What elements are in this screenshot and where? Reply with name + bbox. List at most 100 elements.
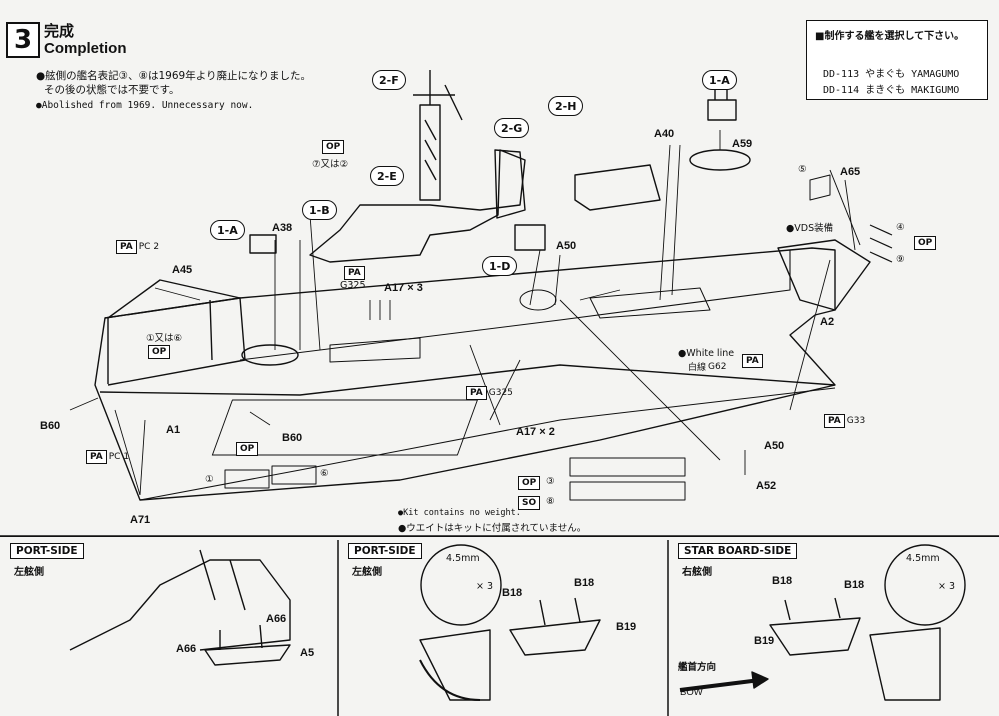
tag-circ5: ⑤ <box>798 164 807 175</box>
tag-pa-box: PA <box>824 414 845 428</box>
callout-2g: 2-G <box>494 118 530 138</box>
panel-label: PORT-SIDE <box>348 543 422 559</box>
callout-2f: 2-F <box>372 70 406 90</box>
panel3-davit <box>769 597 941 701</box>
panel2-magnifier <box>420 544 502 626</box>
tag-circ1: ① <box>205 474 214 485</box>
tag-g33-code: G33 <box>846 416 866 426</box>
panel1-boat <box>204 624 291 666</box>
tag-pa-box: PA <box>86 450 107 464</box>
part-a65: A65 <box>840 166 861 178</box>
panel2-arrow <box>419 659 481 701</box>
tag-pc2-code: PC 2 <box>138 242 160 252</box>
leader-lines <box>69 130 856 496</box>
ship-option-makigumo: DD-114 まきぐも MAKIGUMO <box>823 85 960 96</box>
panel-starboard-side: STAR BOARD-SIDE 右舷側 4.5mm × 3 B18 B18 B1… <box>668 536 999 715</box>
callout-1d: 1-D <box>482 256 518 276</box>
callout-1a-left: 1-A <box>210 220 245 240</box>
step-title-en: Completion <box>44 40 127 57</box>
panel3-bow-arrow <box>679 678 761 692</box>
tag-pa-g325-deck: PA <box>344 266 365 280</box>
asroc-mount <box>519 289 557 311</box>
part-b18-a: B18 <box>772 575 793 587</box>
part-a2: A2 <box>820 316 835 328</box>
hull-deck-edge <box>104 297 246 386</box>
tag-circ8: ⑧ <box>546 496 555 507</box>
deck-panel <box>589 287 711 319</box>
part-a38: A38 <box>272 222 293 234</box>
ship-option-yamagumo: DD-113 やまぐも YAMAGUMO <box>823 69 960 80</box>
part-b18-b: B18 <box>574 577 595 589</box>
hull-outline <box>94 247 836 501</box>
decal-right <box>869 224 893 263</box>
limbo-mount <box>514 224 546 251</box>
tag-g325-deck-code: G325 <box>340 280 366 291</box>
panel3-magnifier <box>884 544 966 626</box>
bridge-structure <box>309 149 526 263</box>
tag-circ4: ④ <box>896 222 905 233</box>
bow-direction-jp: 艦首方向 <box>678 662 717 673</box>
part-a40: A40 <box>654 128 675 140</box>
gun-mount-aft <box>707 99 737 121</box>
tag-pa-pc1: PA PC 1 <box>86 450 129 464</box>
callout-2e: 2-E <box>370 166 404 186</box>
part-a45: A45 <box>172 264 193 276</box>
note-hull-marking-jp-2: その後の状態では不要です。 <box>44 84 180 96</box>
tag-op-top-sub: ⑦又は② <box>312 159 349 170</box>
gun-base-aft <box>689 149 751 171</box>
tag-circ9: ⑨ <box>896 254 905 265</box>
deck-hatch <box>329 337 421 363</box>
part-b18-b: B18 <box>844 579 865 591</box>
step-title-jp: 完成 <box>44 22 75 40</box>
mast <box>419 104 441 201</box>
tag-white-line-jp-text: 白線 <box>688 363 707 373</box>
part-a52: A52 <box>756 480 777 492</box>
part-a66-b: A66 <box>176 643 197 655</box>
gun-mount-fwd <box>249 234 277 254</box>
panel-port-side-1: PORT-SIDE 左舷側 A66 A66 A5 <box>0 536 338 715</box>
part-a59: A59 <box>732 138 753 150</box>
multiplier-label: × 3 <box>938 581 956 592</box>
ship-select-heading: ■制作する艦を選択して下さい。 <box>815 31 965 42</box>
panel-sub: 左舷側 <box>352 567 382 578</box>
tag-circ6: ⑥ <box>320 468 329 479</box>
note-weight-en: ●Kit contains no weight. <box>398 508 521 518</box>
tag-pa-g33: PA G33 <box>824 414 865 428</box>
tag-op3: OP <box>518 476 541 490</box>
decal-stern-1 <box>569 457 686 477</box>
panel2-davit <box>419 597 601 701</box>
aft-house <box>777 239 871 311</box>
panel3-bow-arrowhead <box>751 671 769 689</box>
tag-op-top: OP <box>322 140 345 154</box>
tag-g62-code: G62 <box>708 361 727 372</box>
part-b19: B19 <box>616 621 637 633</box>
part-b19: B19 <box>754 635 775 647</box>
tag-g325-mid-code: G325 <box>488 388 513 398</box>
decal-bow-1 <box>224 469 270 489</box>
part-a50-right: A50 <box>764 440 785 452</box>
tag-pc1-code: PC 1 <box>108 452 130 462</box>
boat-rail <box>211 399 478 456</box>
part-a66-a: A66 <box>266 613 287 625</box>
part-a50-top: A50 <box>556 240 577 252</box>
tag-vds: ●VDS装備 <box>786 223 834 234</box>
bow-bulwark <box>107 279 241 384</box>
flag-staff <box>829 169 861 246</box>
part-a71: A71 <box>130 514 151 526</box>
panel-port-side-2: PORT-SIDE 左舷側 4.5mm × 3 B18 B18 B19 <box>338 536 668 715</box>
tag-circ3: ③ <box>546 476 555 487</box>
callout-2h: 2-H <box>548 96 584 116</box>
note-weight-jp: ●ウエイトはキットに付属されていません。 <box>398 523 587 534</box>
part-a17x3: A17 × 3 <box>384 282 423 294</box>
tag-op-bow-sub: ①又は⑥ <box>146 333 183 344</box>
dimension-label: 4.5mm <box>906 553 940 564</box>
tag-pa-g325-mid: PA G325 <box>466 386 513 400</box>
tag-op-right: OP <box>914 236 937 250</box>
note-hull-marking-jp-1: ●舷側の艦名表記③、⑧は1969年より廃止になりました。 <box>36 70 311 82</box>
hull-side-line <box>99 364 836 396</box>
tag-op-hull: OP <box>236 442 259 456</box>
tag-so8: SO <box>518 496 541 510</box>
panel-sub: 右舷側 <box>682 567 712 578</box>
panel-sub: 左舷側 <box>14 567 44 578</box>
bow-direction-en: BOW <box>680 687 703 698</box>
